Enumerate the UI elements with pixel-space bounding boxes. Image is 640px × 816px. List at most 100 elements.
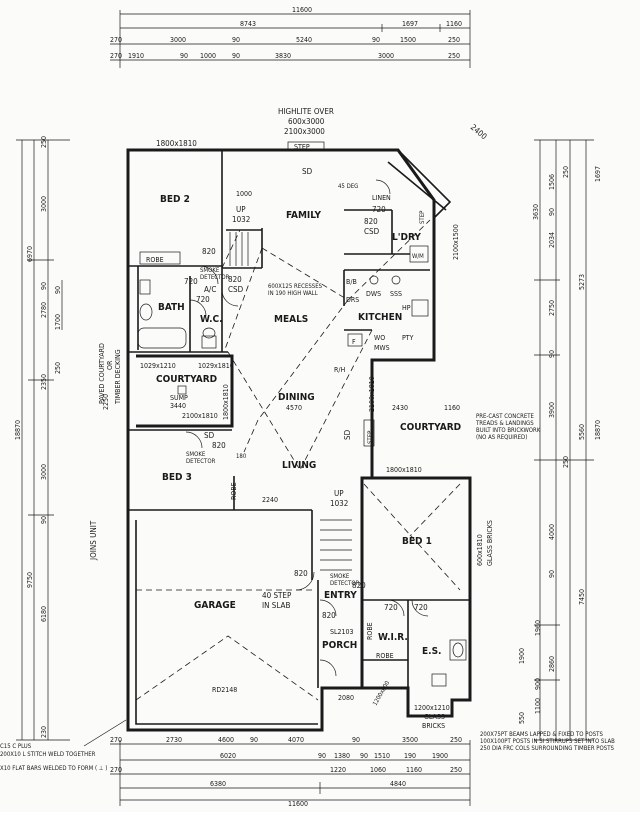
dim-right-20: 550 xyxy=(518,712,526,724)
dim-right-7: 2750 xyxy=(548,300,556,316)
dim-bot-r3-3: 1160 xyxy=(406,766,422,774)
joins-unit: JOINS UNIT xyxy=(89,520,98,561)
bottom-dimensions xyxy=(110,740,471,806)
vanity-bath xyxy=(139,279,151,295)
bath-720: 720 xyxy=(184,277,198,286)
dim-top-r4-1: 1910 xyxy=(128,52,144,60)
dim-left-11: 9750 xyxy=(26,572,34,588)
dim-top-r4-5: 3830 xyxy=(275,52,291,60)
robe-bed2-box xyxy=(139,251,181,265)
top-dimensions: 11600 8743 1697 1160 270 3000 90 5240 90… xyxy=(110,6,471,68)
dim-2430: 2430 xyxy=(392,404,408,412)
dim-bot-r2-4: 1510 xyxy=(374,752,390,760)
dim-top-r4-0: 270 xyxy=(110,52,122,60)
dim-bot-r2-0: 6020 xyxy=(220,752,236,760)
dim-bot-r2-1: 90 xyxy=(318,752,326,760)
sd-top: SD xyxy=(302,167,313,176)
wc-bowl xyxy=(202,327,216,339)
mws: MWS xyxy=(374,344,390,352)
dim-right-8: 90 xyxy=(548,350,556,358)
right-dimensions xyxy=(534,139,594,741)
precast-4: (NO AS REQUIRED) xyxy=(476,434,527,441)
step-garage-1: 40 STEP xyxy=(262,591,292,600)
wc-720: 720 xyxy=(196,295,210,304)
dim-right-19: 900 xyxy=(534,678,542,690)
dim-left-4: 1700 xyxy=(54,314,62,330)
dim-bot-r1-2: 4600 xyxy=(218,736,234,744)
note-right-3: 250 DIA FRC COLS SURROUNDING TIMBER POST… xyxy=(480,745,615,752)
dim-top-r4-4: 90 xyxy=(232,52,240,60)
dim-top-r4-3: 1000 xyxy=(200,52,216,60)
recess-2: IN 190 HIGH WALL xyxy=(268,290,318,297)
left-dimensions xyxy=(16,139,70,741)
dim-top-r4-6: 3000 xyxy=(378,52,394,60)
dim-2250: 2250 xyxy=(102,394,110,410)
smoke-3: SMOKE xyxy=(330,573,350,580)
dim-2080: 2080 xyxy=(338,694,354,702)
dim-right-21: 1100 xyxy=(534,698,542,714)
gb-bottom-2: GLASS xyxy=(424,713,445,721)
precast-1: PRE-CAST CONCRETE xyxy=(476,413,535,420)
dim-left-1: 3000 xyxy=(40,196,48,212)
dim-bot-total: 11600 xyxy=(288,800,308,808)
paved-1: PAVED COURTYARD xyxy=(98,343,106,404)
dim-right-16: 1960 xyxy=(534,620,542,636)
room-courtyard-right: COURTYARD xyxy=(400,422,461,433)
dim-top-r2-2: 1160 xyxy=(446,20,462,28)
dim-bot-r1-7: 250 xyxy=(450,736,462,744)
dim-bot-r2-3: 90 xyxy=(360,752,368,760)
linen: LINEN xyxy=(372,194,391,202)
room-bed3: BED 3 xyxy=(162,472,192,483)
dim-left-3: 2780 xyxy=(40,302,48,318)
gb-side-1: 600x1810 xyxy=(476,534,484,566)
room-ldry: L'DRY xyxy=(392,232,421,243)
dim-4570: 4570 xyxy=(286,404,302,412)
dim-bot-r4-0: 6380 xyxy=(210,780,226,788)
dim-left-8: 18870 xyxy=(14,420,22,440)
dim-right-17: 2860 xyxy=(548,656,556,672)
dim-right-2: 1506 xyxy=(548,174,556,190)
dim-right-13: 4000 xyxy=(548,524,556,540)
precast-2: TREADS & LANDINGS xyxy=(475,420,534,427)
robe-bed3: ROBE xyxy=(230,482,238,500)
step-garage-2: IN SLAB xyxy=(262,601,290,610)
sss: SSS xyxy=(390,290,402,298)
dim-bot-r1-6: 3500 xyxy=(402,736,418,744)
dim-bot-r2-5: 190 xyxy=(404,752,416,760)
fridge-f: F xyxy=(352,338,356,346)
drs: DRS xyxy=(346,296,359,304)
robe-bed2: ROBE xyxy=(146,256,164,264)
stairs-entry xyxy=(320,519,352,571)
room-entry: ENTRY xyxy=(324,590,357,601)
dim-top-r3-5: 1500 xyxy=(400,36,416,44)
paved-3: TIMBER DECKING xyxy=(114,349,122,405)
room-kitchen: KITCHEN xyxy=(358,312,402,323)
stairs-upper xyxy=(229,232,249,266)
dim-left-13: 6180 xyxy=(40,606,48,622)
ldry-720: 720 xyxy=(372,205,386,214)
door-swings xyxy=(185,179,429,677)
note-left-2: 200X10 L STITCH WELD TOGETHER xyxy=(0,751,96,758)
dim-right-1: 250 xyxy=(562,166,570,178)
dim-1000: 1000 xyxy=(236,190,252,198)
gb-side-2: GLASS BRICKS xyxy=(486,520,494,566)
dim-left-14: 230 xyxy=(40,726,48,738)
bed2-window: 1800x1810 xyxy=(156,139,197,148)
dim-top-r2-0: 8743 xyxy=(240,20,256,28)
highlite-size-1: 600x3000 xyxy=(288,117,325,126)
detector-3: DETECTOR xyxy=(330,580,360,587)
dim-left-9: 2350 xyxy=(40,374,48,390)
dim-top-r3-2: 90 xyxy=(232,36,240,44)
room-bath: BATH xyxy=(158,302,185,313)
highlite-size-2: 2100x3000 xyxy=(284,127,325,136)
es-basin-bowl xyxy=(452,642,464,658)
wm: W/M xyxy=(412,253,424,260)
sump: SUMP xyxy=(170,394,188,402)
smoke-1: SMOKE xyxy=(200,267,220,274)
dashed-lines xyxy=(135,219,461,701)
bed2-820: 820 xyxy=(202,247,216,256)
dim-2240: 2240 xyxy=(262,496,278,504)
room-wir: W.I.R. xyxy=(378,632,408,643)
room-wc: W.C. xyxy=(200,314,223,325)
